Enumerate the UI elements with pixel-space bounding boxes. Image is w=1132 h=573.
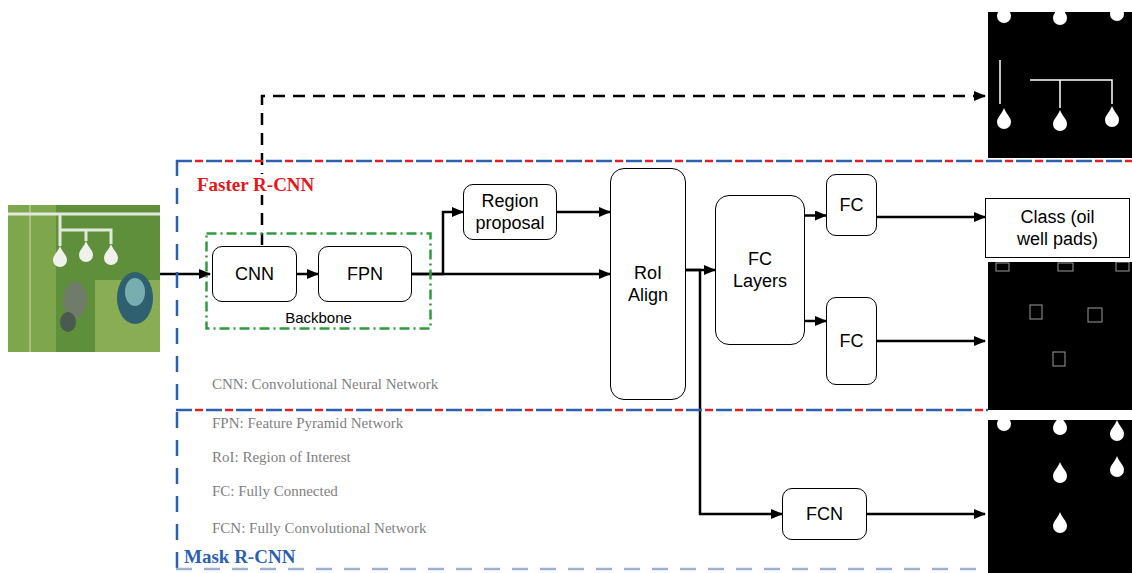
box-image: [988, 262, 1132, 410]
input-arrow: [160, 273, 210, 276]
pond: [117, 272, 153, 324]
label-slot: FCN: Fully Convolutional Network: [212, 519, 427, 537]
field: [8, 205, 160, 352]
dashed-border: [176, 160, 1132, 163]
connector-arrow: [877, 216, 985, 219]
image-ground: [988, 420, 1132, 573]
instance-mask-image: [988, 420, 1132, 573]
pad-mask: [1105, 106, 1119, 127]
box-label: CNN: [235, 263, 274, 285]
mask-rcnn-region: Mask R-CNN Faster R-CNN Backbone CNN FPN Regi…: [176, 160, 1132, 570]
abbreviation-note: CNN: Convolutional Neural Network: [212, 375, 438, 393]
process-box: FC Layers: [715, 195, 805, 345]
field: [8, 205, 56, 352]
pond: [125, 278, 145, 306]
pad-mask: [1053, 420, 1067, 435]
abbreviation-note: FC: Fully Connected: [212, 482, 338, 500]
abbreviation-note: RoI: Region of Interest: [212, 448, 351, 466]
box-label: FC: [840, 194, 864, 216]
box-label: FPN: [347, 263, 383, 285]
connector-arrow: [805, 214, 826, 217]
process-box: FPN: [318, 246, 412, 302]
dashed-border: [176, 568, 985, 571]
region-heading: Faster R-CNN: [195, 174, 316, 195]
image-ground: [988, 12, 1132, 158]
road-mask: [1000, 60, 1112, 108]
pad-mask: [1110, 420, 1124, 441]
pad-mask: [1110, 456, 1124, 477]
pad-mask: [997, 108, 1011, 129]
label-slot: RoI: Region of Interest: [212, 448, 351, 466]
box-label: FCN: [806, 503, 843, 525]
semantic-mask-image: [988, 12, 1132, 158]
abbreviation-note: FCN: Fully Convolutional Network: [212, 519, 427, 537]
output-arrow: [867, 513, 985, 516]
group-label-slot: Backbone: [205, 309, 432, 327]
pad-mask: [1053, 512, 1067, 533]
bounding-box: [1058, 263, 1073, 271]
label-slot: FC: Fully Connected: [212, 482, 338, 500]
label-slot: FPN: Feature Pyramid Network: [212, 414, 403, 432]
bounding-box: [1030, 305, 1042, 319]
wetland: [60, 312, 76, 332]
connector-arrow: [557, 211, 610, 214]
dashed-border: [176, 409, 988, 412]
connector-arrow: [805, 320, 826, 323]
faster-rcnn-region: Faster R-CNN Backbone CNN FPN Region proposa…: [176, 160, 1132, 410]
connector-arrow: [297, 273, 318, 276]
connector-arrow: [412, 212, 463, 274]
dash-dot-border: [207, 234, 431, 329]
process-box: RoI Align: [610, 168, 686, 400]
process-box: FC: [826, 174, 877, 236]
well-pad: [79, 241, 93, 262]
group-label: Backbone: [285, 309, 352, 327]
process-box: Region proposal: [463, 184, 557, 240]
box-label: FC: [840, 330, 864, 352]
well-pad: [104, 244, 118, 265]
road: [8, 214, 160, 246]
bounding-box: [1088, 308, 1102, 322]
bounding-box: [996, 263, 1009, 271]
output-box: Class (oil well pads): [985, 198, 1130, 258]
output-arrow: [877, 340, 985, 343]
well-pad: [53, 246, 67, 267]
box-label: Region proposal: [468, 190, 552, 234]
pad-mask: [1053, 110, 1067, 131]
bounding-box: [1053, 352, 1065, 366]
process-box: FCN: [782, 488, 867, 540]
dashed-border: [176, 160, 179, 570]
box-label: Class (oil well pads): [994, 206, 1122, 250]
box-label: RoI Align: [618, 262, 678, 306]
pad-mask: [1110, 12, 1124, 21]
track: [29, 205, 31, 352]
box-label: FC Layers: [728, 248, 792, 292]
dashed-border: [176, 409, 988, 412]
process-box: CNN: [212, 246, 297, 302]
abbreviation-note: FPN: Feature Pyramid Network: [212, 414, 403, 432]
region-heading: Mask R-CNN: [182, 546, 297, 567]
pad-mask: [997, 420, 1011, 431]
heading-slot: Mask R-CNN: [182, 546, 297, 567]
backbone-group: Backbone CNN FPN: [205, 232, 432, 330]
image-ground: [988, 262, 1132, 410]
dashed-border: [176, 160, 1132, 163]
bounding-box: [1116, 262, 1129, 271]
label-slot: CNN: Convolutional Neural Network: [212, 375, 438, 393]
satellite-image: [8, 205, 160, 352]
pad-mask: [1053, 462, 1067, 483]
pad-mask: [997, 12, 1011, 23]
process-box: FC: [826, 297, 877, 385]
heading-slot: Faster R-CNN: [195, 174, 316, 195]
pad-mask: [1053, 12, 1067, 25]
